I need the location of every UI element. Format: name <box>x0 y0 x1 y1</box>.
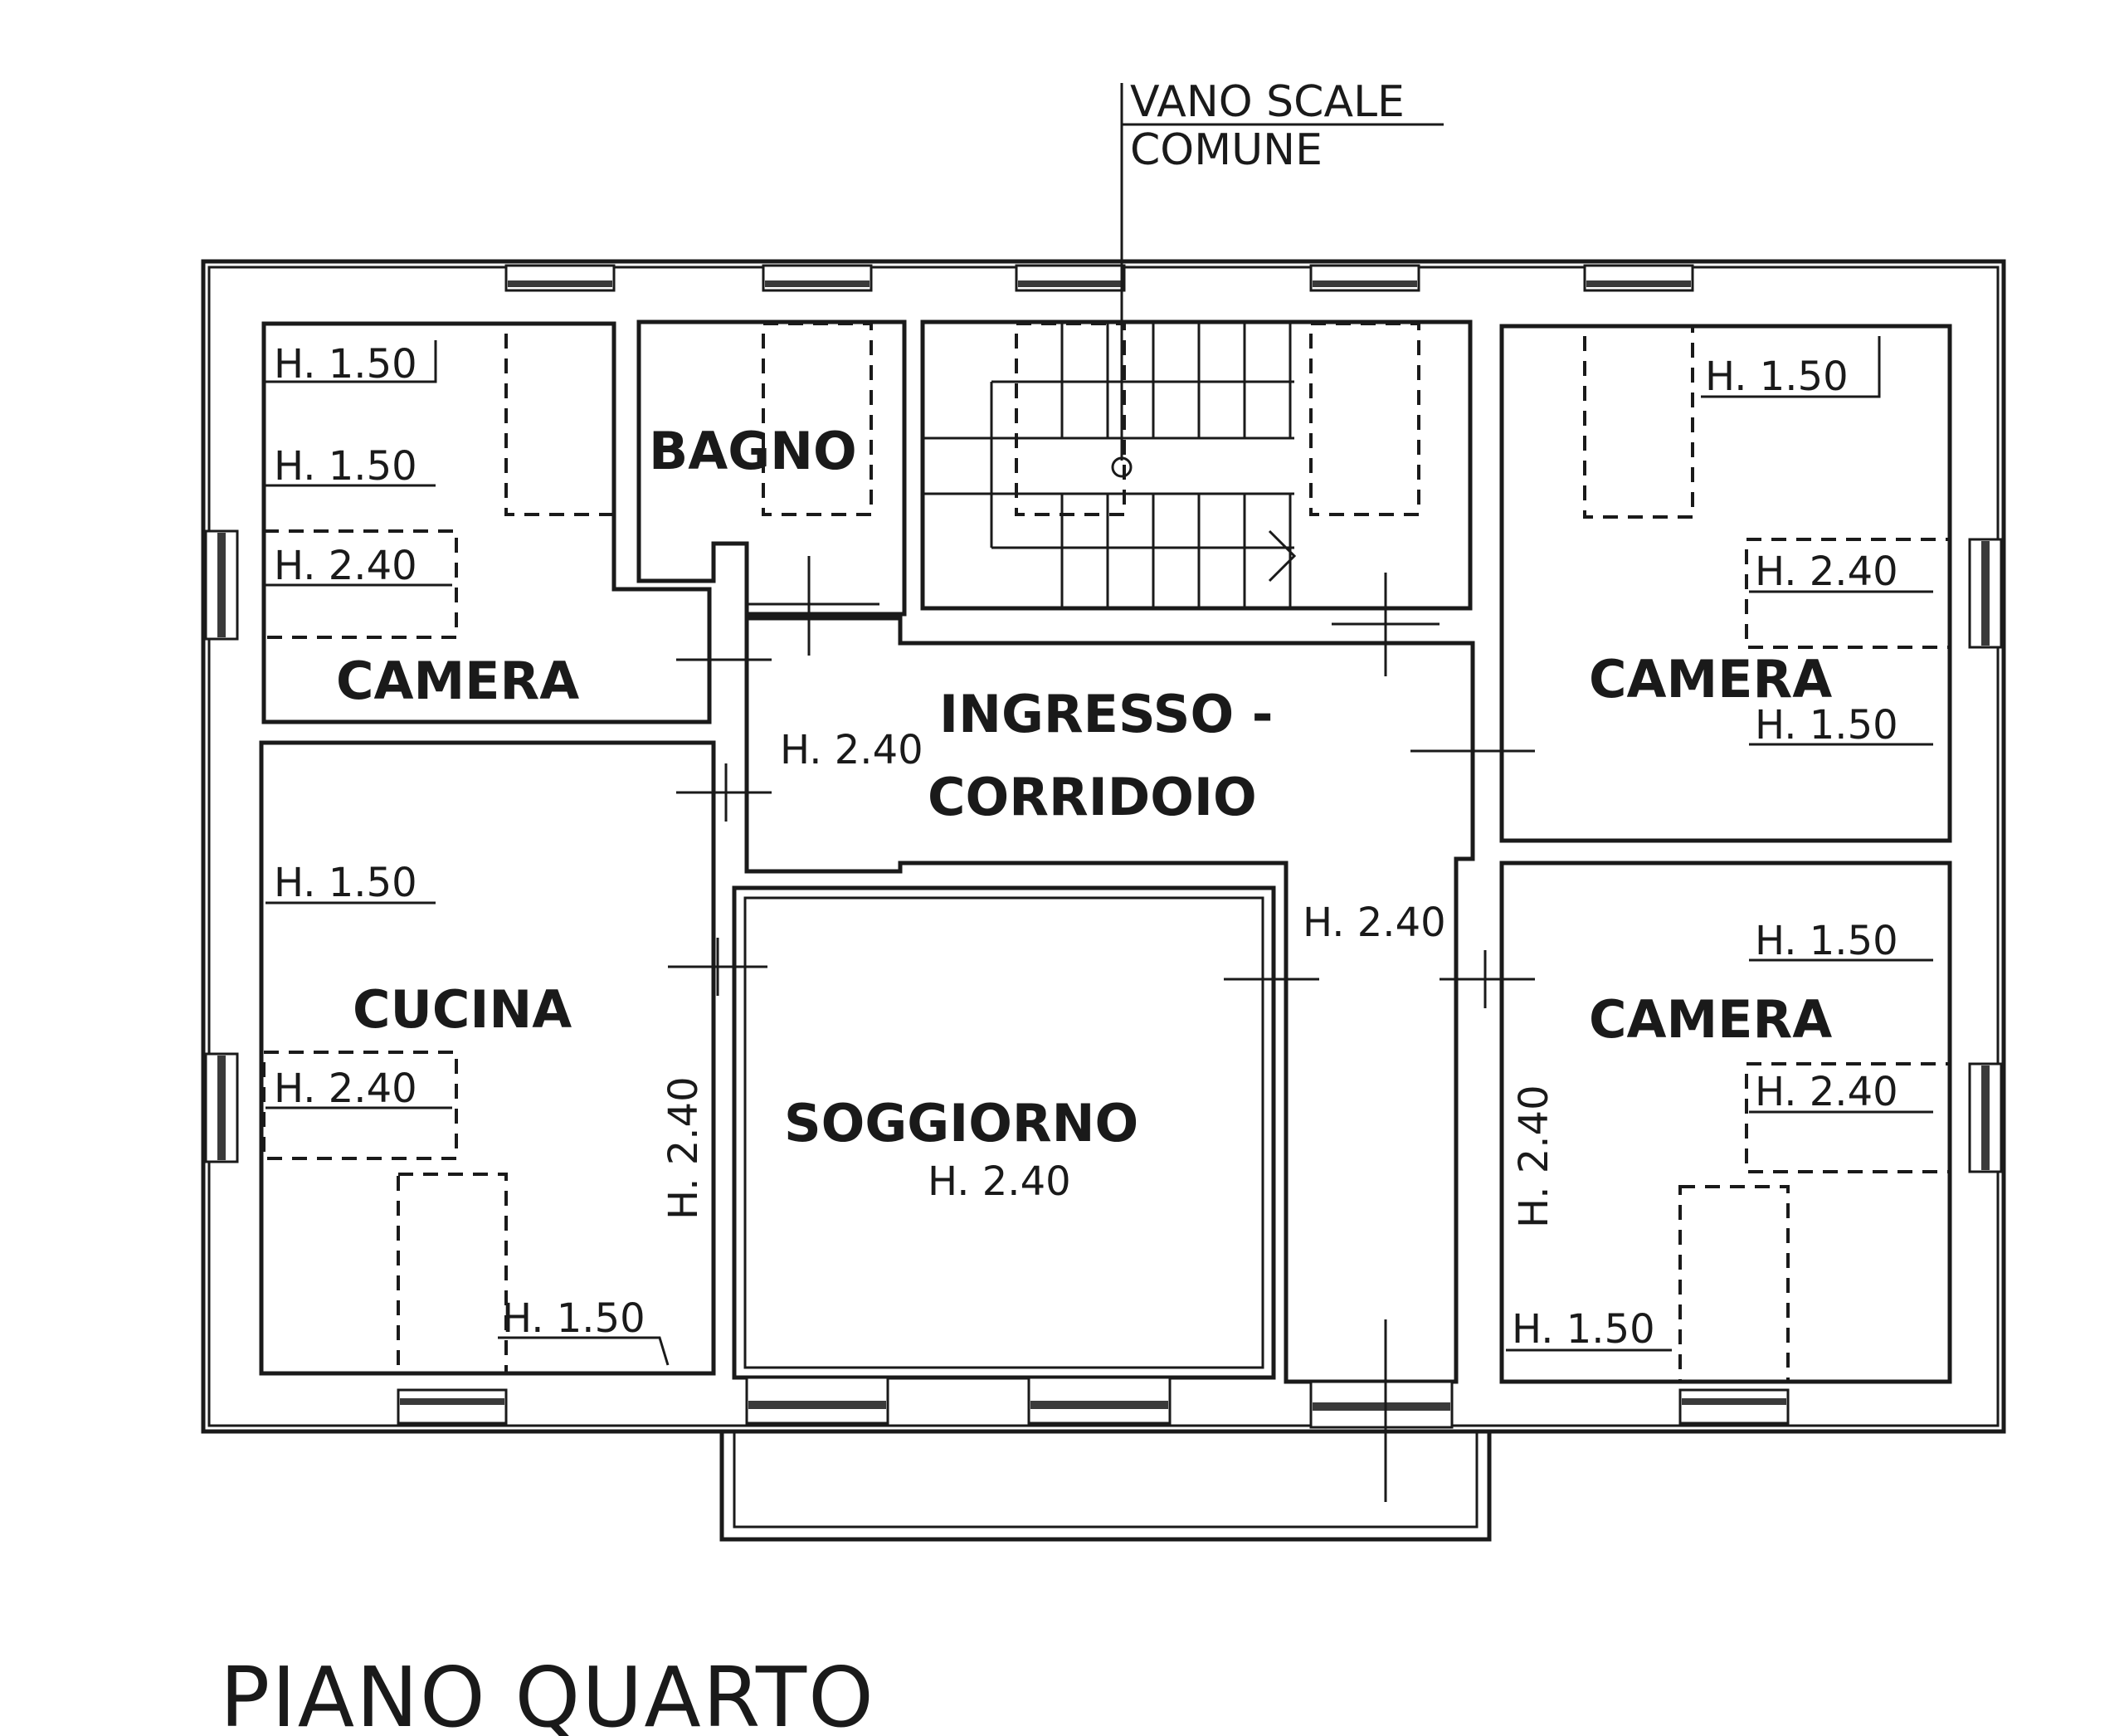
height-label: H. 1.50 <box>274 860 417 906</box>
callout-line-2: COMUNE <box>1130 125 1323 175</box>
height-label: H. 2.40 <box>928 1158 1071 1205</box>
floor-title: PIANO QUARTO <box>220 1649 875 1736</box>
room-label-ingresso-1: INGRESSO - <box>939 684 1274 744</box>
room-label-bagno: BAGNO <box>649 421 857 481</box>
room-label-ingresso-2: CORRIDOIO <box>928 767 1257 827</box>
height-label: H. 2.40 <box>274 1065 417 1112</box>
height-label-vertical: H. 2.40 <box>1511 1085 1557 1228</box>
balcony <box>719 1431 1492 1542</box>
room-label-camera-ne: CAMERA <box>1589 649 1832 710</box>
height-label: H. 1.50 <box>1512 1306 1655 1353</box>
height-label: H. 1.50 <box>1705 354 1849 400</box>
height-label: H. 1.50 <box>1755 918 1898 964</box>
room-label-soggiorno: SOGGIORNO <box>784 1093 1138 1153</box>
height-label: H. 2.40 <box>1755 549 1898 595</box>
height-label: H. 2.40 <box>780 727 923 773</box>
height-label: H. 2.40 <box>274 543 417 589</box>
room-label-camera-se: CAMERA <box>1589 989 1832 1050</box>
height-label: H. 1.50 <box>1755 702 1898 749</box>
height-label: H. 1.50 <box>274 443 417 490</box>
height-label: H. 1.50 <box>502 1295 645 1342</box>
callout-leader <box>1120 83 1444 461</box>
room-label-camera-nw: CAMERA <box>336 651 579 711</box>
door-marks <box>668 556 1535 1502</box>
height-label-vertical: H. 2.40 <box>660 1076 707 1220</box>
interior-walls <box>259 319 1952 1384</box>
windows <box>204 264 2003 1429</box>
height-lines <box>266 336 1933 1366</box>
dashed-outlines <box>262 322 1951 1383</box>
room-label-cucina: CUCINA <box>353 979 572 1040</box>
height-label: H. 2.40 <box>1303 900 1446 946</box>
height-label: H. 1.50 <box>274 341 417 388</box>
stair-treads <box>923 322 1297 608</box>
callout-line-1: VANO SCALE <box>1130 77 1405 127</box>
height-label: H. 2.40 <box>1755 1069 1898 1115</box>
